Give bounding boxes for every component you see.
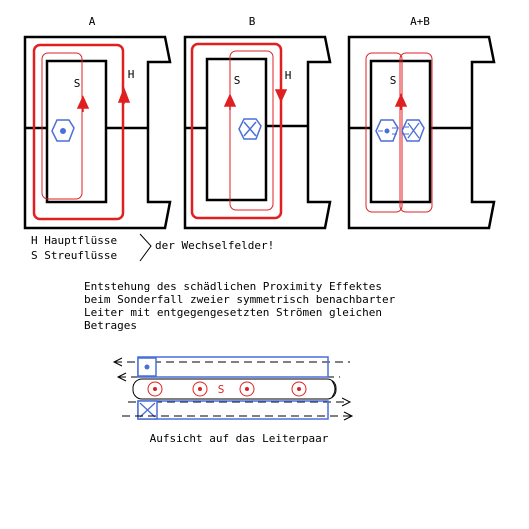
panel-b-leakage-arrow [223, 93, 237, 110]
panel-b-conductor-cross-icon [238, 118, 262, 140]
panel-b-core [183, 35, 332, 230]
panel-b-title: B [249, 15, 256, 28]
panel-b-window [205, 57, 268, 202]
panel-a: A S H [23, 15, 172, 230]
eddy-circle-icon [147, 381, 163, 397]
panel-a-main-arrow [117, 86, 131, 104]
panel-ab-conductor-cross-icon [401, 119, 425, 142]
legend-line-leakage-flux: S Streuflüsse [31, 249, 117, 262]
panel-a-leakage-flux-loop [41, 52, 83, 200]
conductor-pair-top-view: S [112, 356, 354, 421]
panel-ab: A+B S [347, 15, 496, 230]
panel-b-s-label: S [234, 74, 241, 87]
top-view-caption: Aufsicht auf das Leiterpaar [150, 432, 329, 445]
description-line-2: beim Sonderfall zweier symmetrisch benac… [84, 293, 396, 306]
eddy-circle-icon [239, 381, 255, 397]
panel-a-title: A [89, 15, 96, 28]
upper-mid-arrow-icon [116, 372, 127, 382]
panel-b-leakage-flux-loop [229, 50, 274, 211]
eddy-circle-icon [291, 381, 307, 397]
panel-ab-leakage-flux-loop-right [399, 52, 433, 213]
legend: H Hauptflüsse S Streuflüsse der Wechself… [31, 233, 274, 262]
panel-a-s-label: S [74, 77, 81, 90]
panel-a-h-label: H [128, 68, 135, 81]
panel-a-conductor-dot-icon [51, 119, 75, 142]
leakage-flux-strip [132, 378, 337, 400]
description-line-4: Betrages [84, 319, 137, 332]
panel-b-h-label: H [285, 69, 292, 82]
panel-ab-s-label: S [390, 74, 397, 87]
panel-a-window [45, 59, 108, 204]
panel-b-main-flux-loop [190, 42, 283, 220]
top-view-s-label: S [218, 383, 225, 396]
upper-conductor-dot-icon [144, 364, 150, 370]
bottom-flux-arrow-icon [343, 411, 354, 421]
panel-a-core [23, 35, 172, 230]
panel-ab-core [347, 35, 496, 230]
panel-b: B S H [183, 15, 332, 230]
legend-brace [139, 233, 152, 262]
description: Entstehung des schädlichen Proximity Eff… [84, 280, 396, 332]
panel-a-leakage-arrow [76, 95, 90, 112]
legend-line-main-flux: H Hauptflüsse [31, 234, 117, 247]
panel-ab-leakage-arrow [394, 93, 408, 110]
description-line-1: Entstehung des schädlichen Proximity Eff… [84, 280, 382, 293]
panel-ab-conductor-dot-icon [375, 119, 399, 142]
lower-conductor-cross-icon [137, 400, 158, 420]
panel-b-main-arrow [274, 86, 288, 103]
description-line-3: Leiter mit entgegengesetzten Strömen gle… [84, 306, 382, 319]
leakage-strip-right-end [331, 380, 336, 398]
lower-mid-arrow-icon [341, 397, 352, 407]
top-flux-arrow-icon [112, 357, 123, 367]
panel-a-main-flux-loop [32, 43, 125, 221]
legend-brace-text: der Wechselfelder! [155, 239, 274, 252]
eddy-circle-icon [192, 381, 208, 397]
upper-conductor-strip [137, 356, 329, 378]
panel-ab-title: A+B [410, 15, 430, 28]
